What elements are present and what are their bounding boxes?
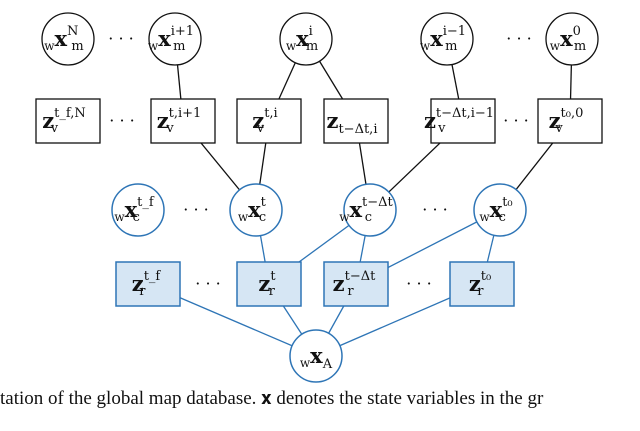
ellipsis: · · · xyxy=(406,274,431,293)
map-state-node xyxy=(420,12,474,66)
relative-factor-box xyxy=(236,261,302,307)
ellipsis: · · · xyxy=(503,111,528,130)
visual-factor-box xyxy=(236,98,302,144)
visual-factor-box xyxy=(150,98,216,144)
map-state-node xyxy=(148,12,202,66)
camera-state-node xyxy=(111,183,165,237)
figure-caption: tation of the global map database. 𝐱 den… xyxy=(0,388,544,409)
ellipsis: · · · xyxy=(109,111,134,130)
camera-state-node xyxy=(229,183,283,237)
visual-factor-box xyxy=(323,98,389,144)
camera-state-node xyxy=(473,183,527,237)
relative-factor-box xyxy=(323,261,389,307)
map-state-node xyxy=(545,12,599,66)
map-state-node xyxy=(279,12,333,66)
visual-factor-box xyxy=(35,98,101,144)
graph-nodes xyxy=(35,12,603,383)
map-state-node xyxy=(41,12,95,66)
camera-state-node xyxy=(343,183,397,237)
ellipsis: · · · xyxy=(108,29,133,48)
relative-factor-box xyxy=(115,261,181,307)
ellipsis: · · · xyxy=(183,200,208,219)
visual-factor-label: zt−Δt,i xyxy=(327,108,378,137)
visual-factor-box xyxy=(537,98,603,144)
anchor-state-label: wxA xyxy=(300,343,333,372)
relative-factor-box xyxy=(449,261,515,307)
ellipsis: · · · xyxy=(422,200,447,219)
ellipsis: · · · xyxy=(506,29,531,48)
ellipsis: · · · xyxy=(195,274,220,293)
anchor-state-node xyxy=(289,329,343,383)
visual-factor-box xyxy=(430,98,496,144)
